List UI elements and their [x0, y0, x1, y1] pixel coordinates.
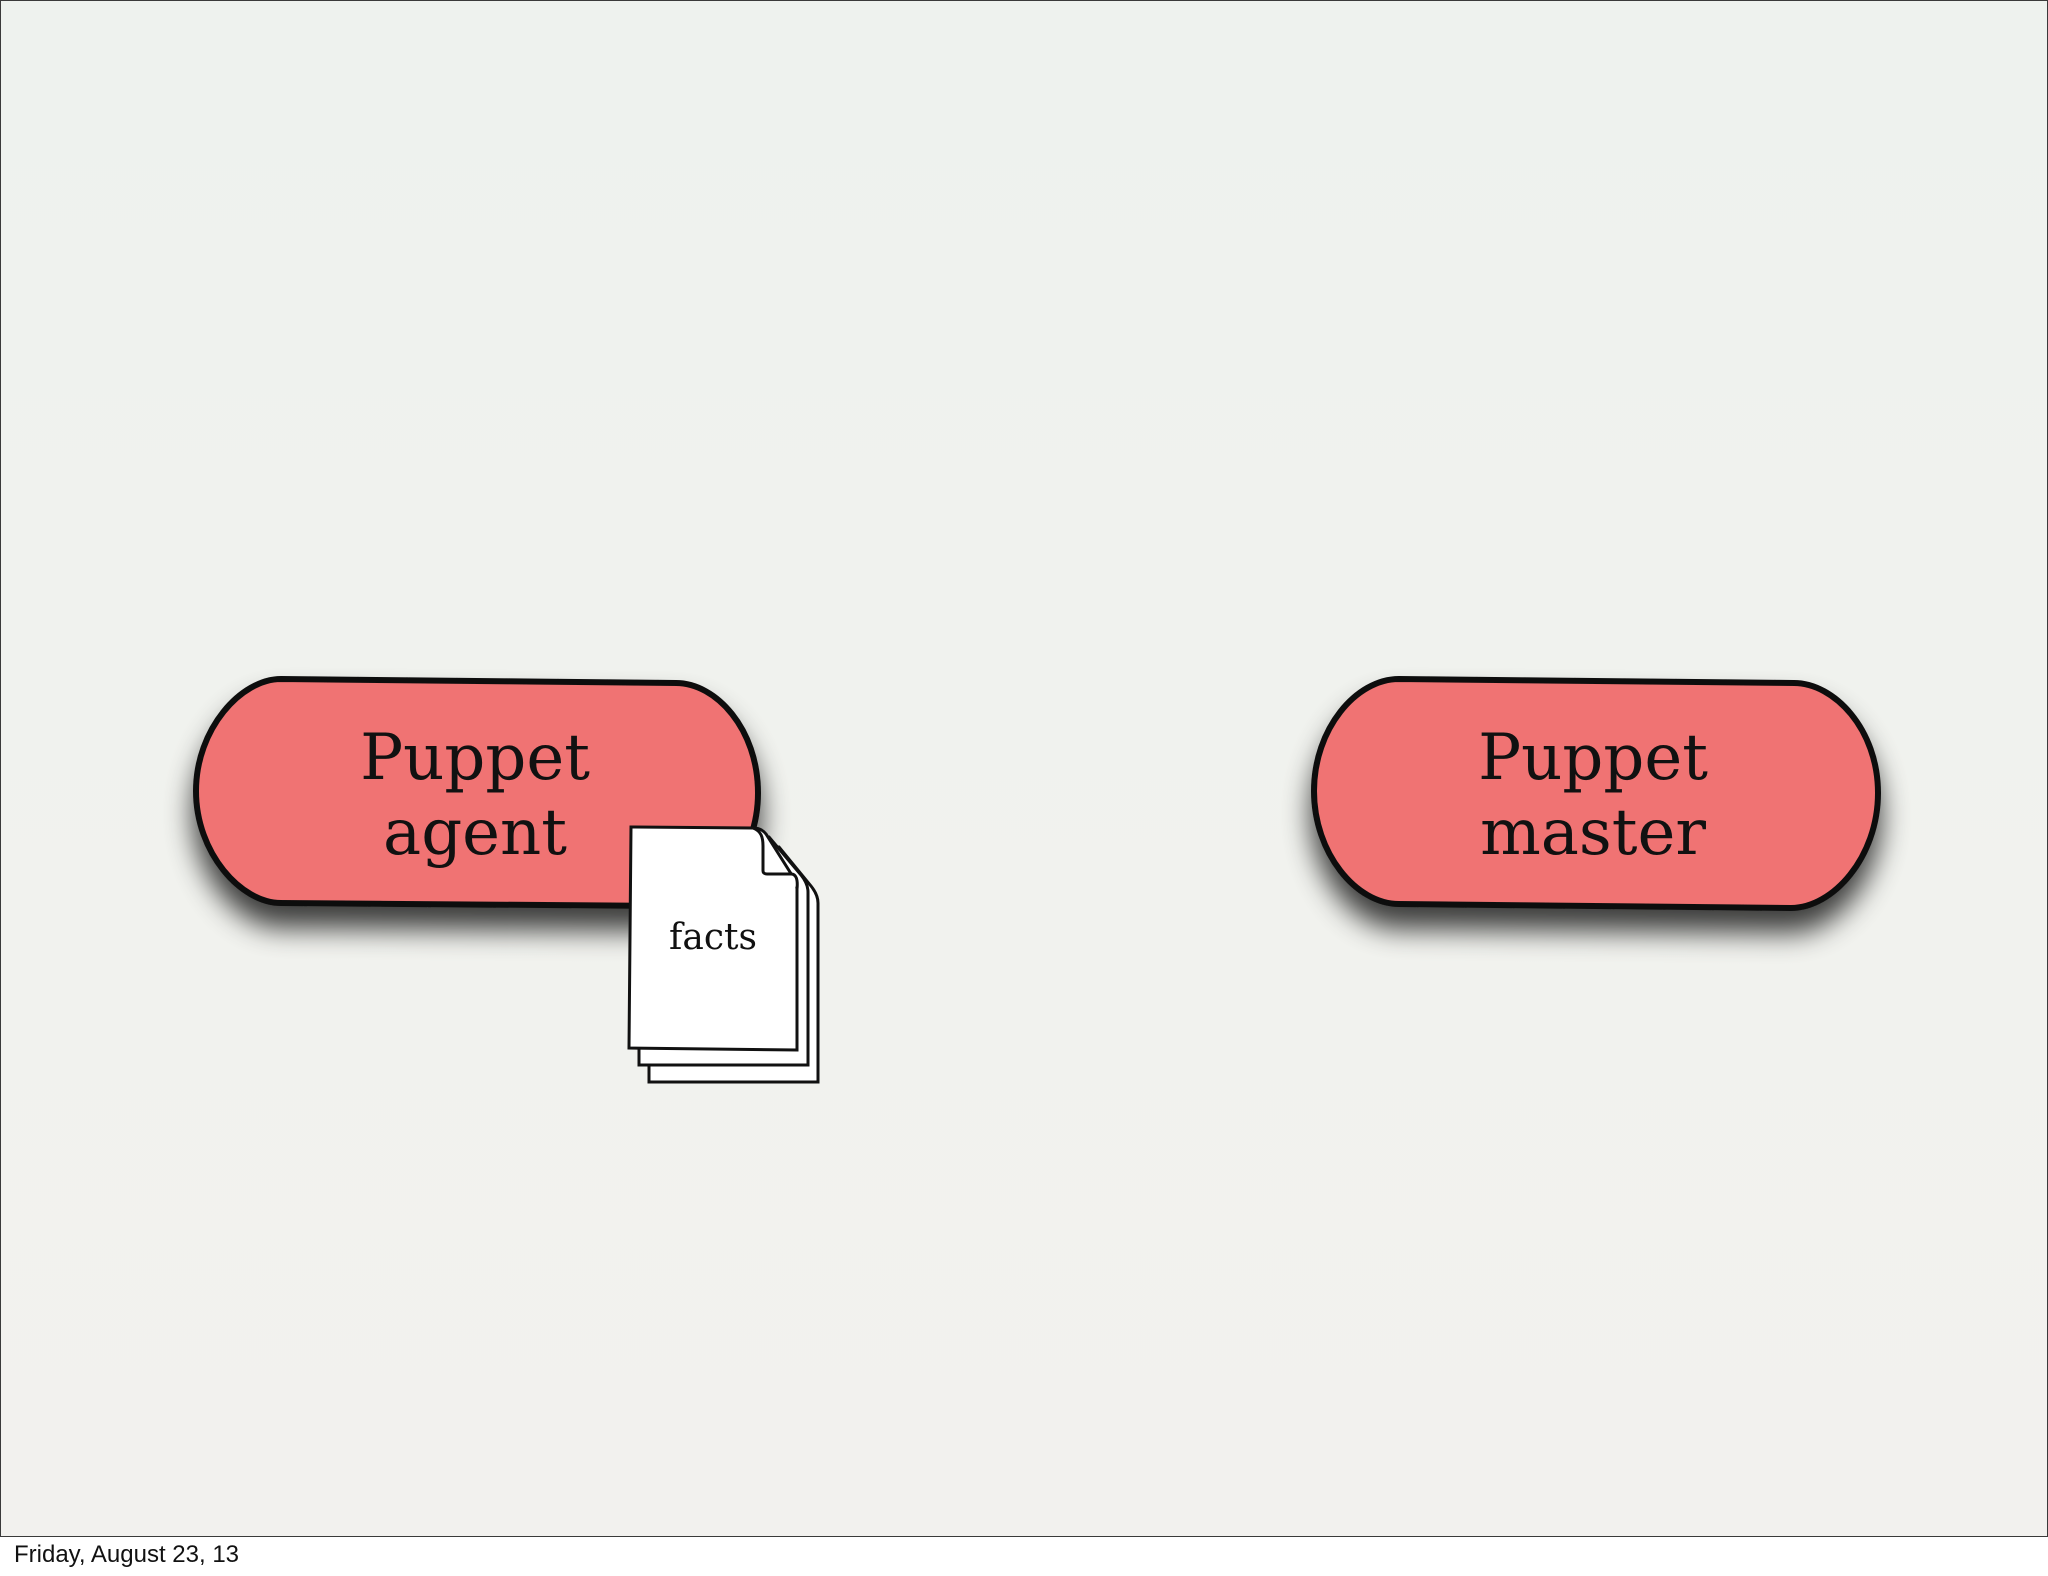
puppet-agent-pill [192, 675, 762, 910]
document-stack-icon: facts [627, 825, 820, 1084]
puppet-agent-label-line2: agent [383, 796, 567, 870]
puppet-master-label-line1: Puppet [1478, 721, 1708, 795]
diagram: Puppet agent Puppet master facts [192, 675, 1882, 1084]
puppet-master-pill [1310, 675, 1882, 912]
puppet-agent-label-line1: Puppet [360, 721, 590, 795]
puppet-agent-node: Puppet agent [192, 675, 762, 910]
facts-label: facts [669, 917, 757, 958]
slide-date-footer: Friday, August 23, 13 [14, 1541, 240, 1568]
document-page-fold [752, 826, 799, 890]
puppet-master-node: Puppet master [1310, 675, 1882, 912]
slide: Puppet agent Puppet master facts [0, 0, 2048, 1537]
puppet-master-label-line2: master [1480, 796, 1706, 870]
